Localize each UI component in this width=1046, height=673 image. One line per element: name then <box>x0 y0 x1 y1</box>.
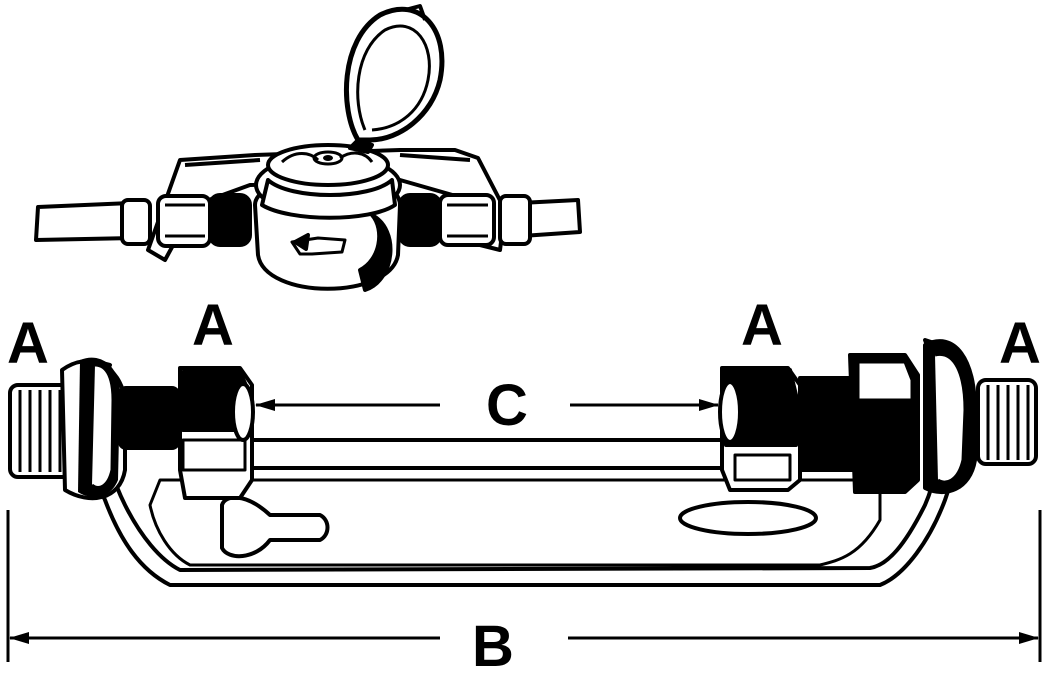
right-inner-nut <box>718 366 802 492</box>
connecting-rod <box>248 438 732 470</box>
label-a-inner-right: A <box>741 293 783 358</box>
left-pipe <box>34 201 134 242</box>
right-coupling <box>398 193 532 247</box>
right-mounting-slot <box>678 500 818 536</box>
left-inner-nut <box>178 366 255 500</box>
label-a-outer-left: A <box>7 311 49 376</box>
label-dimension-b: B <box>472 614 514 673</box>
label-dimension-c: C <box>486 373 528 438</box>
dimension-b <box>6 510 1042 662</box>
left-coupling <box>120 193 252 248</box>
right-outer-thread <box>976 378 1038 466</box>
label-a-outer-right: A <box>999 311 1041 376</box>
yoke-illustration <box>8 338 1038 587</box>
meter-assembly-illustration <box>34 4 582 292</box>
right-coupling-nuts <box>798 353 920 494</box>
label-a-inner-left: A <box>192 293 234 358</box>
